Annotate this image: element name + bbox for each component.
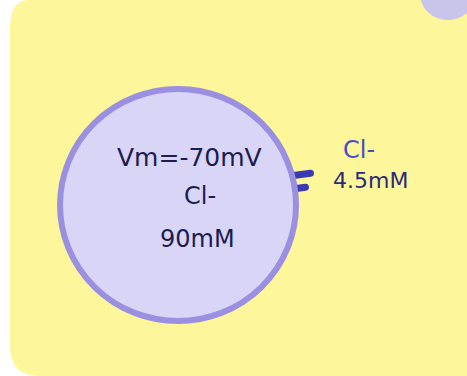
- outside-label: Cl-: [343, 136, 375, 164]
- cell-text: Vm=-70mV: [117, 143, 262, 172]
- yellow-ground: [10, 0, 467, 376]
- corner-blob: [420, 0, 467, 20]
- cell-membrane: [60, 89, 296, 321]
- outside-label: 4.5mM: [333, 168, 408, 193]
- cell-outline: [56, 85, 300, 325]
- cell-text: Cl-: [184, 182, 216, 210]
- cell-circle: Vm=-70mV Cl- 90mM: [56, 85, 300, 325]
- cell-text: 90mM: [160, 225, 235, 253]
